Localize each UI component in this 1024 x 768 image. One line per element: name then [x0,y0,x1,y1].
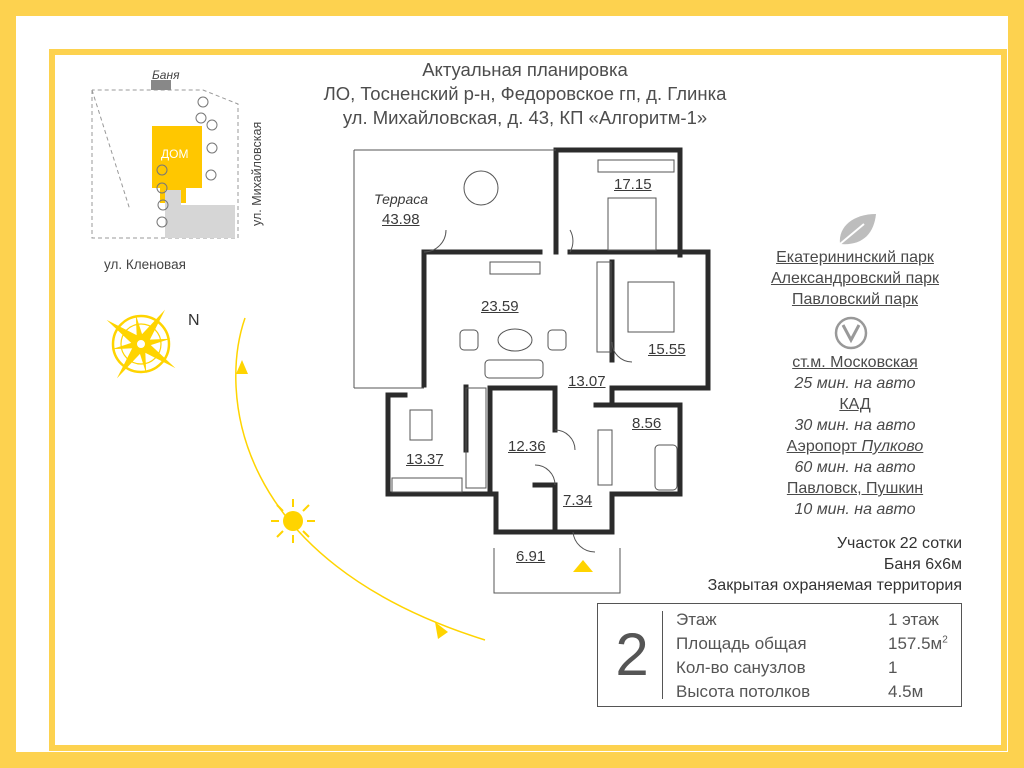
metro-name: ст.м. Московская [792,354,918,371]
park-1: Екатерининский парк [776,249,934,266]
kitchen-area: 13.37 [406,451,444,468]
title-line-2: ЛО, Тосненский р-н, Федоровское гп, д. Г… [323,83,727,104]
porch-area: 6.91 [516,548,546,565]
leaf-icon [839,214,876,245]
title-line-1: Актуальная планировка [422,59,628,80]
parks-block: Екатерининский парк Александровский парк… [730,247,980,310]
kad-time: 30 мин. на авто [794,417,916,434]
north-label: N [188,312,200,329]
banya-label: Баня [152,68,180,82]
fact-plot: Участок 22 сотки [836,535,962,552]
property-facts: Участок 22 сотки Баня 6х6м Закрытая охра… [708,533,962,596]
thin-lines [353,149,678,594]
living-area: 23.59 [481,298,519,315]
kad-name: КАД [839,396,871,413]
street-klenovaya: ул. Кленовая [104,257,186,272]
bath-area: 8.56 [632,415,662,432]
title-line-3: ул. Михайловская, д. 43, КП «Алгоритм-1» [342,107,708,128]
terrace-name: Терраса [374,191,429,207]
entrance-arrow-icon [573,560,593,572]
terrace-area: 43.98 [382,211,420,228]
hall-area: 13.07 [568,373,606,390]
fact-territory: Закрытая охраняемая территория [707,577,962,594]
sun-path [235,317,486,641]
walls [385,147,711,535]
transport-block: ст.м. Московская 25 мин. на авто КАД 30 … [730,352,980,520]
house-label: ДОМ [161,147,189,161]
fact-banya: Баня 6х6м [883,556,962,573]
metro-time: 25 мин. на авто [794,375,916,392]
bedroom1-area: 17.15 [614,176,652,193]
park-3: Павловский парк [791,291,919,308]
floors-number: 2 [615,621,649,688]
towns-name: Павловск, Пушкин [786,480,924,497]
metro-icon [834,316,868,350]
towns-time: 10 мин. на авто [794,501,916,518]
specs-divider [662,611,663,699]
inner-border [49,49,1007,751]
park-2: Александровский парк [770,270,940,287]
driveway [179,205,235,238]
bedroom2-area: 15.55 [648,341,686,358]
airport-time: 60 мин. на авто [794,459,916,476]
banya-shape [151,80,171,90]
corridor-area: 7.34 [563,492,593,509]
room-area: 12.36 [508,438,546,455]
specs-box [597,603,962,707]
compass-rose-icon [106,309,176,379]
airport-name: Аэропорт Пулково [786,438,924,455]
tree-icons [156,96,218,228]
sun-icon [271,499,315,543]
sun-path-arrow-end-icon [435,622,448,639]
page-title: Актуальная планировка ЛО, Тосненский р-н… [270,58,780,130]
sun-path-arrow-icon [236,360,248,374]
